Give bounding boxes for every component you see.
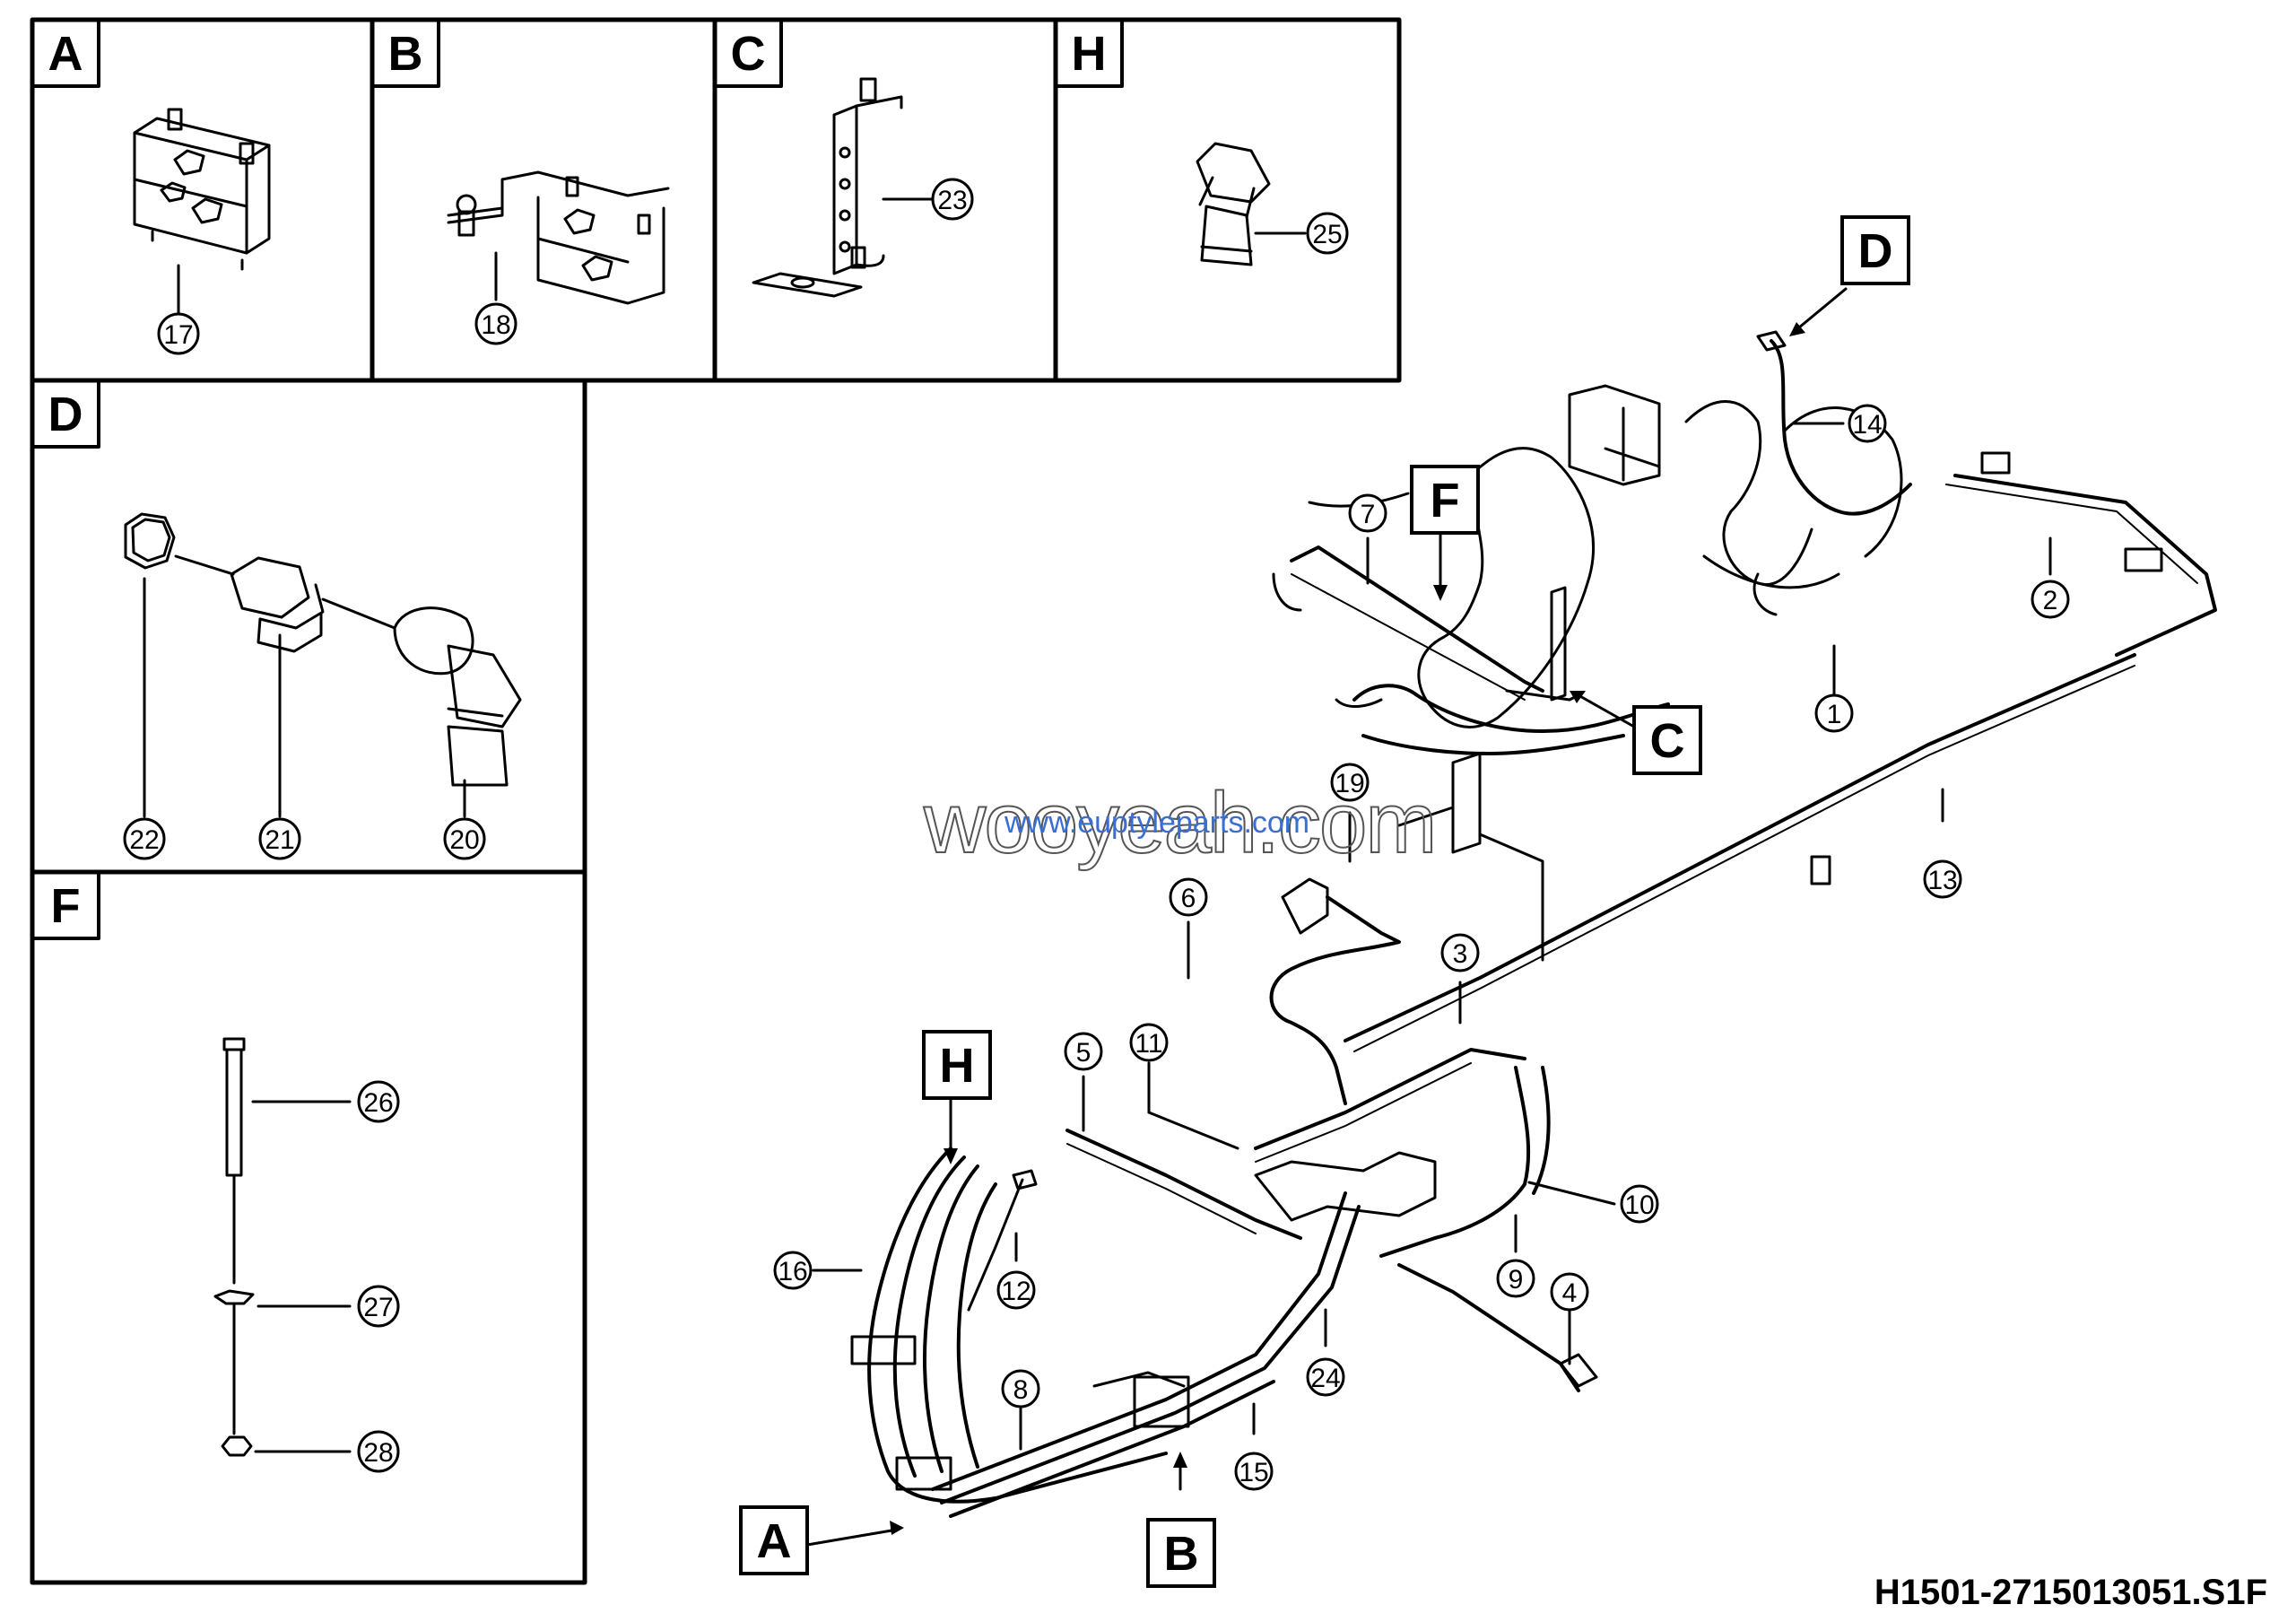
callout-11: 11 bbox=[1135, 1029, 1162, 1059]
callout-7: 7 bbox=[1361, 500, 1376, 529]
callout-13: 13 bbox=[1927, 866, 1957, 895]
panel-h-tag bbox=[1054, 18, 1124, 88]
callout-25: 25 bbox=[1312, 220, 1342, 249]
panel-c-tag bbox=[713, 18, 783, 88]
d-fittings-illustration bbox=[124, 512, 522, 787]
callout-10-circle bbox=[1620, 1184, 1659, 1224]
main-tag-f-box bbox=[1410, 465, 1480, 535]
callout-22: 22 bbox=[129, 825, 159, 855]
callout-26: 26 bbox=[363, 1088, 393, 1118]
panel-c-letter: C bbox=[731, 27, 766, 81]
callout-19-circle bbox=[1330, 763, 1370, 802]
callout-21-circle bbox=[258, 817, 301, 860]
main-tag-d: D bbox=[1858, 224, 1893, 278]
f-fasteners-illustration bbox=[213, 1037, 255, 1457]
callout-2: 2 bbox=[2043, 586, 2058, 615]
hose-assembly-illustration bbox=[850, 330, 2217, 1518]
callout-3: 3 bbox=[1453, 939, 1468, 969]
panel-b-tag bbox=[370, 18, 440, 88]
main-tag-d-box bbox=[1840, 215, 1910, 285]
callout-1-circle bbox=[1814, 693, 1854, 733]
main-tag-b: B bbox=[1164, 1527, 1199, 1581]
callout-23: 23 bbox=[937, 186, 967, 215]
callout-4-circle bbox=[1550, 1272, 1589, 1312]
callout-14: 14 bbox=[1852, 410, 1882, 440]
callout-11-circle bbox=[1129, 1023, 1169, 1062]
callout-17: 17 bbox=[163, 320, 193, 350]
main-tag-b-box bbox=[1146, 1518, 1216, 1588]
callout-18: 18 bbox=[481, 310, 510, 340]
panel-f-letter: F bbox=[51, 879, 81, 933]
callout-7-circle bbox=[1348, 493, 1387, 533]
panel-a-letter: A bbox=[48, 27, 83, 81]
watermark-url: www.euptyleparts.com bbox=[1004, 806, 1309, 840]
callout-24-circle bbox=[1306, 1357, 1345, 1397]
panel-d-letter: D bbox=[48, 388, 83, 441]
callout-10: 10 bbox=[1624, 1190, 1654, 1220]
main-tag-a-box bbox=[739, 1505, 809, 1575]
callout-12-circle bbox=[996, 1270, 1036, 1310]
callout-22-circle bbox=[123, 817, 166, 860]
callout-21: 21 bbox=[265, 825, 294, 855]
main-tag-c-box bbox=[1632, 705, 1702, 775]
callout-20-circle bbox=[443, 817, 486, 860]
clamp-17-illustration bbox=[133, 108, 271, 271]
callout-15-circle bbox=[1234, 1452, 1274, 1491]
callout-14-circle bbox=[1848, 404, 1887, 443]
callout-13-circle bbox=[1923, 859, 1962, 899]
callout-4: 4 bbox=[1562, 1278, 1578, 1308]
callout-26-circle bbox=[357, 1080, 400, 1123]
panel-a-tag bbox=[30, 18, 100, 88]
drawing-code: H1501-2715013051.S1F bbox=[1874, 1573, 2267, 1612]
callout-9-circle bbox=[1496, 1259, 1535, 1298]
callout-17-circle bbox=[157, 312, 200, 355]
callout-23-circle bbox=[931, 178, 974, 221]
callout-12: 12 bbox=[1001, 1277, 1031, 1306]
main-tag-h: H bbox=[940, 1039, 975, 1093]
callout-18-circle bbox=[474, 302, 517, 345]
callout-15: 15 bbox=[1239, 1458, 1268, 1487]
callout-27-circle bbox=[357, 1285, 400, 1328]
elbow-25-illustration bbox=[1196, 142, 1271, 266]
callout-16: 16 bbox=[778, 1257, 807, 1286]
callout-27: 27 bbox=[363, 1293, 393, 1322]
panel-b-letter: B bbox=[388, 27, 423, 81]
main-tag-f: F bbox=[1431, 474, 1460, 528]
callout-5-circle bbox=[1064, 1032, 1103, 1071]
panel-h-letter: H bbox=[1072, 27, 1107, 81]
callout-19: 19 bbox=[1335, 769, 1364, 798]
callout-leaders bbox=[805, 287, 2052, 1547]
main-tag-a: A bbox=[757, 1514, 792, 1568]
clamp-18-illustration bbox=[447, 170, 670, 305]
panel-f-tag bbox=[30, 870, 100, 940]
callout-25-circle bbox=[1306, 212, 1349, 255]
callout-3-circle bbox=[1440, 933, 1480, 972]
callout-1: 1 bbox=[1827, 700, 1842, 729]
main-tag-c: C bbox=[1650, 714, 1685, 768]
callout-16-circle bbox=[773, 1251, 813, 1290]
callout-20: 20 bbox=[449, 825, 479, 855]
callout-2-circle bbox=[2031, 580, 2070, 619]
callout-28: 28 bbox=[363, 1438, 393, 1468]
callout-9: 9 bbox=[1509, 1265, 1524, 1295]
callout-6-circle bbox=[1169, 877, 1208, 917]
callout-24: 24 bbox=[1310, 1364, 1340, 1393]
main-tag-h-box bbox=[922, 1030, 992, 1100]
callout-8: 8 bbox=[1013, 1375, 1029, 1405]
callout-28-circle bbox=[357, 1430, 400, 1473]
panel-d-tag bbox=[30, 379, 100, 449]
bracket-23-illustration bbox=[752, 77, 903, 298]
callout-6: 6 bbox=[1181, 884, 1196, 913]
callout-5: 5 bbox=[1076, 1038, 1091, 1068]
callout-8-circle bbox=[1001, 1369, 1040, 1408]
